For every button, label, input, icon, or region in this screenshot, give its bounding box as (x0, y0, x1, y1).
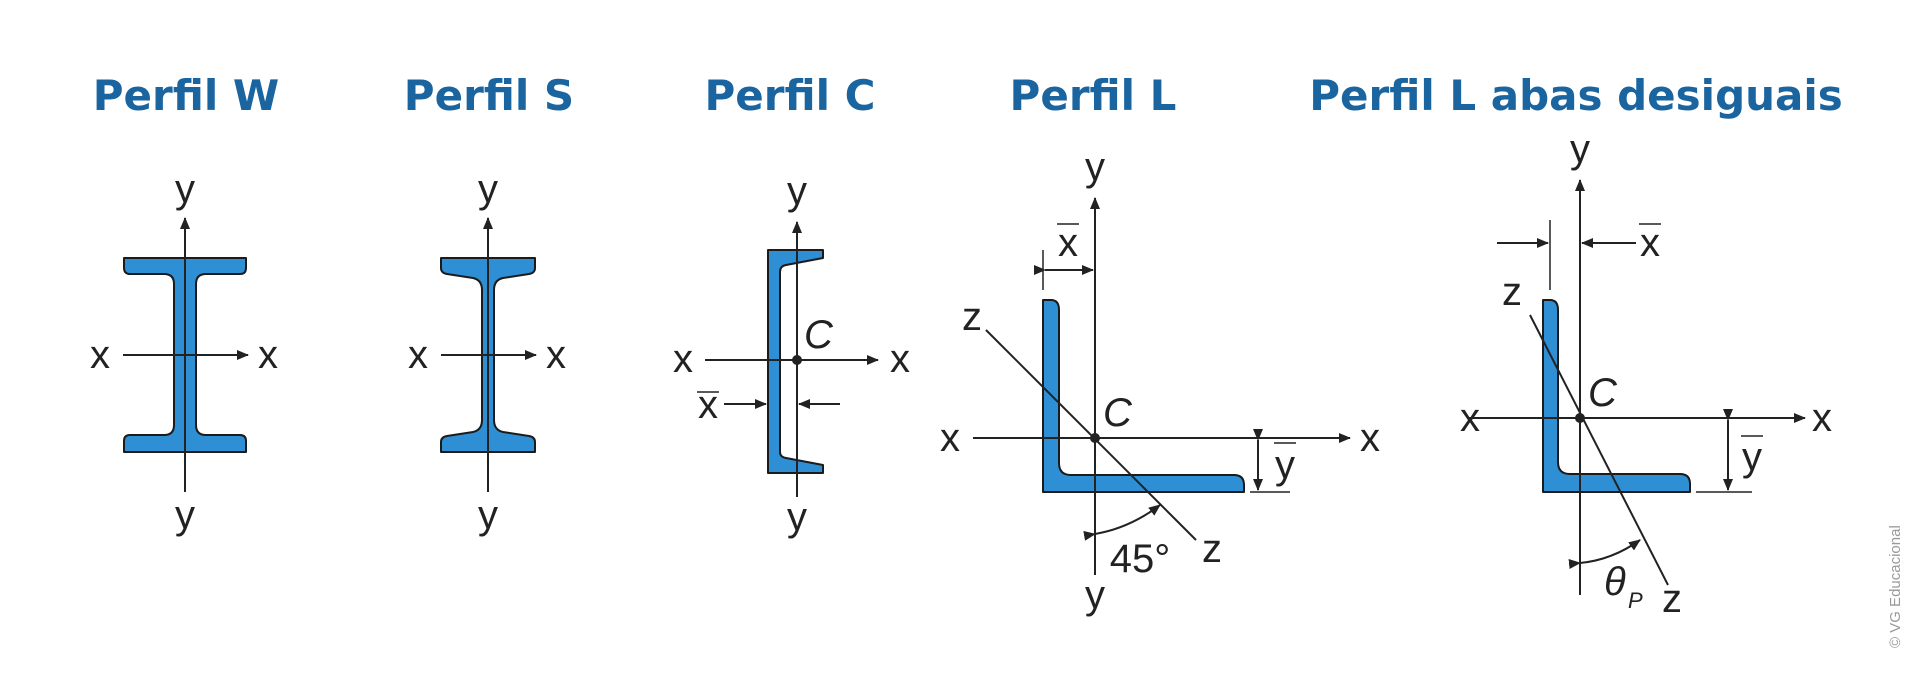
s-x-right-label: x (546, 333, 566, 377)
lu-centroid-label: C (1588, 371, 1618, 415)
w-y-top-label: y (175, 167, 195, 211)
l-z-top-label: z (962, 295, 982, 339)
title-perfil-w: Perfil W (93, 71, 279, 120)
l-y-top-label: y (1085, 145, 1105, 189)
w-x-left-label: x (90, 333, 110, 377)
w-y-bottom-label: y (175, 493, 195, 537)
profile-s: y y x x (408, 167, 566, 537)
lu-x-right-label: x (1812, 396, 1832, 440)
lu-centroid-dot (1575, 413, 1585, 423)
lu-xbar-label: x (1640, 221, 1660, 265)
credit-text: © VG Educacional (1887, 525, 1904, 648)
title-perfil-c: Perfil C (705, 71, 876, 120)
profile-c: C x y y x x (673, 169, 910, 539)
lu-z-top-label: z (1502, 270, 1522, 314)
c-xbar-label: x (698, 383, 718, 427)
title-perfil-l-unequal: Perfil L abas desiguais (1309, 71, 1843, 120)
l-centroid-label: C (1103, 391, 1133, 435)
lu-x-left-label: x (1460, 396, 1480, 440)
s-x-left-label: x (408, 333, 428, 377)
lu-z-bottom-label: z (1662, 577, 1682, 621)
l-angle-shape (1042, 299, 1245, 493)
lu-theta-label: θ (1604, 560, 1626, 604)
l-angle-arc (1083, 504, 1161, 541)
l-y-bottom-label: y (1085, 573, 1105, 617)
lu-z-axis (1529, 314, 1669, 586)
profile-l: C x y 45° y y x x z z (940, 145, 1380, 617)
c-y-bottom-label: y (787, 495, 807, 539)
lu-ybar-label: y (1742, 435, 1762, 479)
c-x-left-label: x (673, 337, 693, 381)
title-perfil-s: Perfil S (404, 71, 574, 120)
lu-theta-subscript: P (1628, 588, 1643, 613)
l-centroid-dot (1090, 433, 1100, 443)
profile-l-unequal: C x y θ P y x x z z (1460, 127, 1832, 621)
l-x-right-label: x (1360, 416, 1380, 460)
profile-w: y y x x (90, 167, 278, 537)
c-channel-shape (767, 249, 824, 474)
l-ybar-label: y (1275, 443, 1295, 487)
lu-y-top-label: y (1570, 127, 1590, 171)
s-y-bottom-label: y (478, 493, 498, 537)
w-x-right-label: x (258, 333, 278, 377)
l-x-left-label: x (940, 416, 960, 460)
l-angle-label: 45° (1110, 537, 1171, 581)
c-centroid-label: C (804, 313, 834, 357)
c-y-top-label: y (787, 169, 807, 213)
title-perfil-l: Perfil L (1010, 71, 1177, 120)
l-z-bottom-label: z (1202, 527, 1222, 571)
s-y-top-label: y (478, 167, 498, 211)
lu-angle-arc (1568, 539, 1641, 570)
l-xbar-label: x (1058, 221, 1078, 265)
c-centroid-dot (792, 355, 802, 365)
l-unequal-angle-shape (1542, 299, 1691, 493)
c-x-right-label: x (890, 337, 910, 381)
